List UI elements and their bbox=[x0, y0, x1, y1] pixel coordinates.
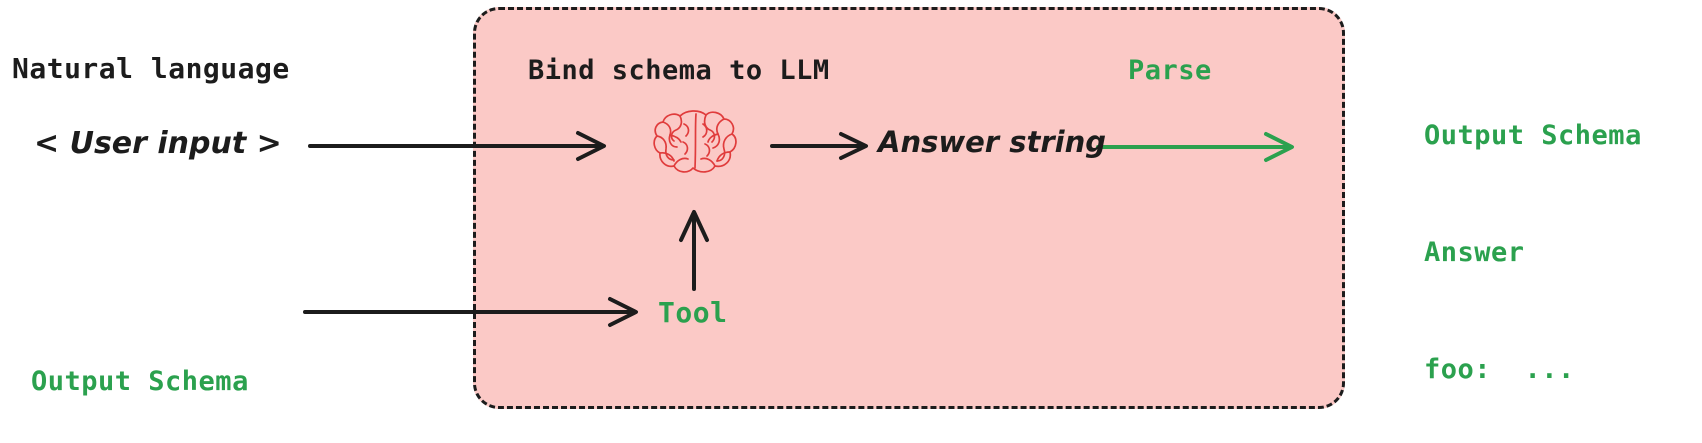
bind-schema-label: Bind schema to LLM bbox=[528, 55, 830, 86]
output-schema-title: Output Schema bbox=[1424, 120, 1642, 151]
output-schema-line-foo: foo: ... bbox=[1424, 354, 1575, 385]
tool-label: Tool bbox=[658, 296, 728, 329]
llm-boundary-box bbox=[473, 7, 1345, 409]
natural-language-label: Natural language bbox=[12, 52, 290, 85]
input-schema-block: Output Schema foo: ... bar: ... bbox=[31, 292, 249, 443]
input-schema-title: Output Schema bbox=[31, 366, 249, 397]
answer-string-text: Answer string bbox=[878, 125, 1106, 159]
output-schema-block: Output Schema Answer foo: ... bar: ... bbox=[1424, 38, 1642, 443]
brain-icon bbox=[653, 110, 737, 173]
parse-label: Parse bbox=[1128, 55, 1212, 86]
output-answer-label: Answer bbox=[1424, 237, 1525, 268]
user-input-text: < User input > bbox=[34, 126, 282, 161]
